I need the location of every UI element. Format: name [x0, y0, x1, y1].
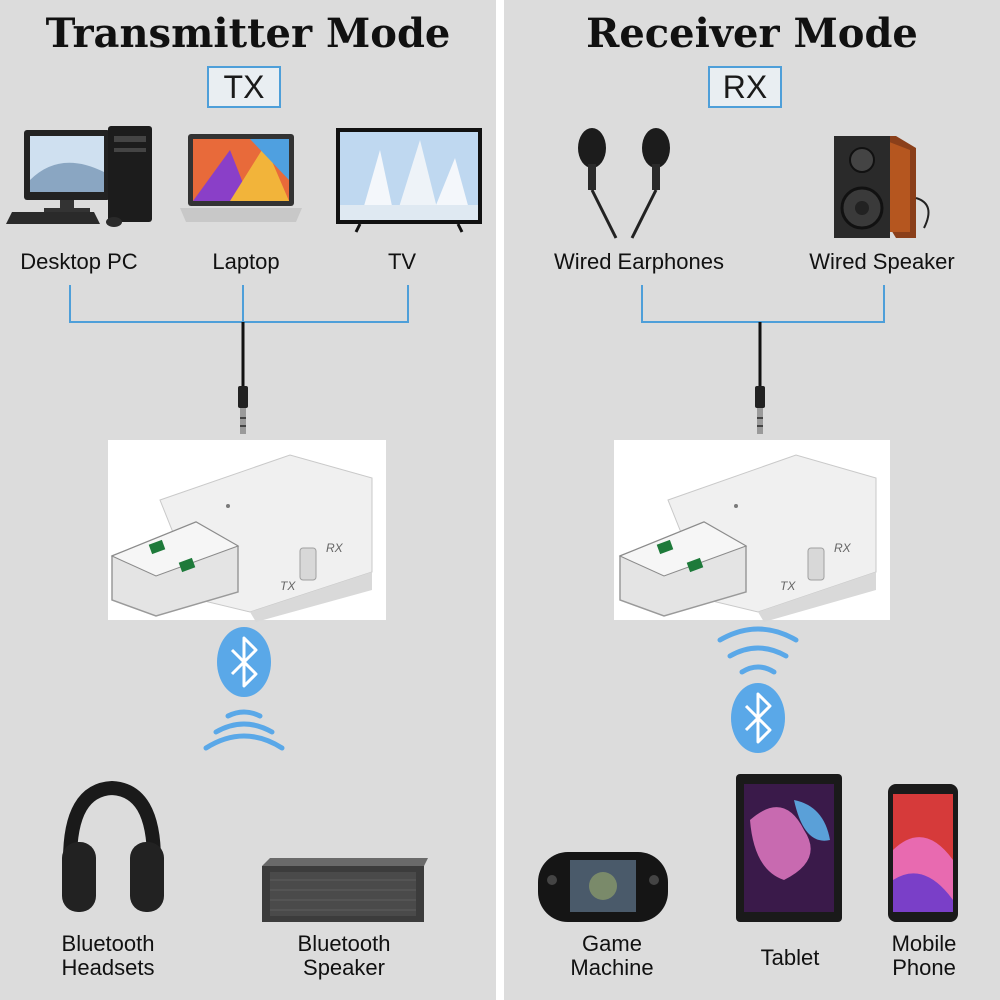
tx-badge: TX	[207, 66, 281, 108]
source-tablet: Tablet	[760, 945, 820, 970]
laptop-icon	[180, 134, 302, 222]
speaker-icon	[834, 136, 930, 238]
dongle-tx-label: TX	[780, 579, 796, 593]
usb-dongle-icon: TX RX	[108, 440, 386, 622]
dongle-rx-label: RX	[326, 541, 344, 555]
source-desktop-pc: Desktop PC	[20, 249, 138, 274]
signal-waves-icon	[717, 626, 799, 675]
source-phone-line2: Phone	[892, 955, 956, 980]
bluetooth-icon	[217, 627, 271, 697]
output-wired-earphones: Wired Earphones	[554, 249, 724, 274]
source-laptop: Laptop	[212, 249, 280, 274]
mobile-phone-icon	[888, 784, 958, 922]
dongle-rx-label: RX	[834, 541, 852, 555]
source-game-line1: Game	[582, 931, 642, 956]
transmitter-illustration: TX RX	[6, 126, 482, 922]
transmitter-title: Transmitter Mode	[45, 10, 451, 57]
target-speaker-line1: Bluetooth	[297, 931, 391, 956]
game-machine-icon	[538, 852, 668, 922]
source-phone-line1: Mobile	[891, 931, 957, 956]
audio-cable-icon	[238, 322, 248, 434]
tablet-icon	[736, 774, 842, 922]
headphones-icon	[62, 780, 164, 912]
desktop-pc-icon	[6, 126, 152, 227]
audio-cable-icon	[755, 322, 765, 434]
bluetooth-speaker-icon	[262, 858, 428, 922]
rx-badge: RX	[708, 66, 782, 108]
source-game-line2: Machine	[570, 955, 654, 980]
transmitter-panel: Transmitter Mode TX	[0, 0, 496, 1000]
connection-bracket	[69, 285, 409, 323]
connection-bracket	[641, 285, 885, 323]
receiver-panel: Receiver Mode RX	[504, 0, 1000, 1000]
signal-waves-icon	[203, 709, 285, 751]
dongle-tx-label: TX	[280, 579, 296, 593]
usb-dongle-icon: TX RX	[614, 440, 890, 622]
source-tv: TV	[387, 249, 417, 274]
earphones-icon	[578, 128, 670, 239]
receiver-illustration: TX RX	[538, 128, 958, 922]
target-speaker-line2: Speaker	[303, 955, 385, 980]
receiver-title: Receiver Mode	[586, 10, 918, 57]
bluetooth-icon	[731, 683, 785, 753]
target-headsets-line1: Bluetooth	[61, 931, 155, 956]
target-headsets-line2: Headsets	[61, 955, 155, 980]
output-wired-speaker: Wired Speaker	[809, 249, 955, 274]
tv-icon	[336, 128, 482, 233]
